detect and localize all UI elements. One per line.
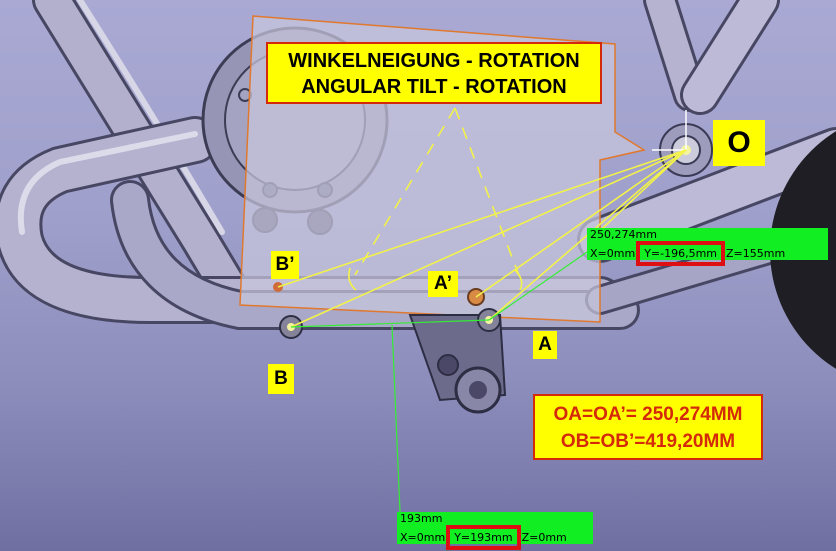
measure-x: X=0mm [400, 531, 446, 544]
point-label-b-prime: B’ [271, 251, 299, 279]
measure-z: Z=0mm [521, 531, 567, 544]
pivot-o-bushing[interactable] [652, 110, 713, 177]
point-label-b: B [268, 364, 294, 394]
lower-bracket [408, 314, 507, 414]
point-label-o: O [713, 120, 765, 166]
title-callout: WINKELNEIGUNG - ROTATION ANGULAR TILT - … [266, 42, 602, 104]
measure-length: 250,274mm [590, 228, 657, 241]
point-label-a-prime: A’ [428, 271, 458, 297]
measure-x: X=0mm [590, 247, 636, 260]
formula-ob: OB=OB’=419,20MM [560, 431, 736, 452]
frame-tubes [0, 0, 836, 330]
formula-oa: OA=OA’= 250,274MM [553, 404, 743, 425]
measure-z: Z=155mm [726, 247, 786, 260]
measure-y-highlighted: Y=193mm [446, 525, 521, 550]
title-line-english: ANGULAR TILT - ROTATION [301, 76, 567, 98]
title-line-german: WINKELNEIGUNG - ROTATION [288, 50, 580, 72]
measure-length: 193mm [400, 512, 443, 525]
measurement-lines [290, 249, 591, 513]
measure-y-highlighted: Y=-196,5mm [636, 241, 726, 266]
distance-formula-callout: OA=OA’= 250,274MM OB=OB’=419,20MM [533, 394, 763, 460]
point-label-a: A [533, 331, 557, 359]
